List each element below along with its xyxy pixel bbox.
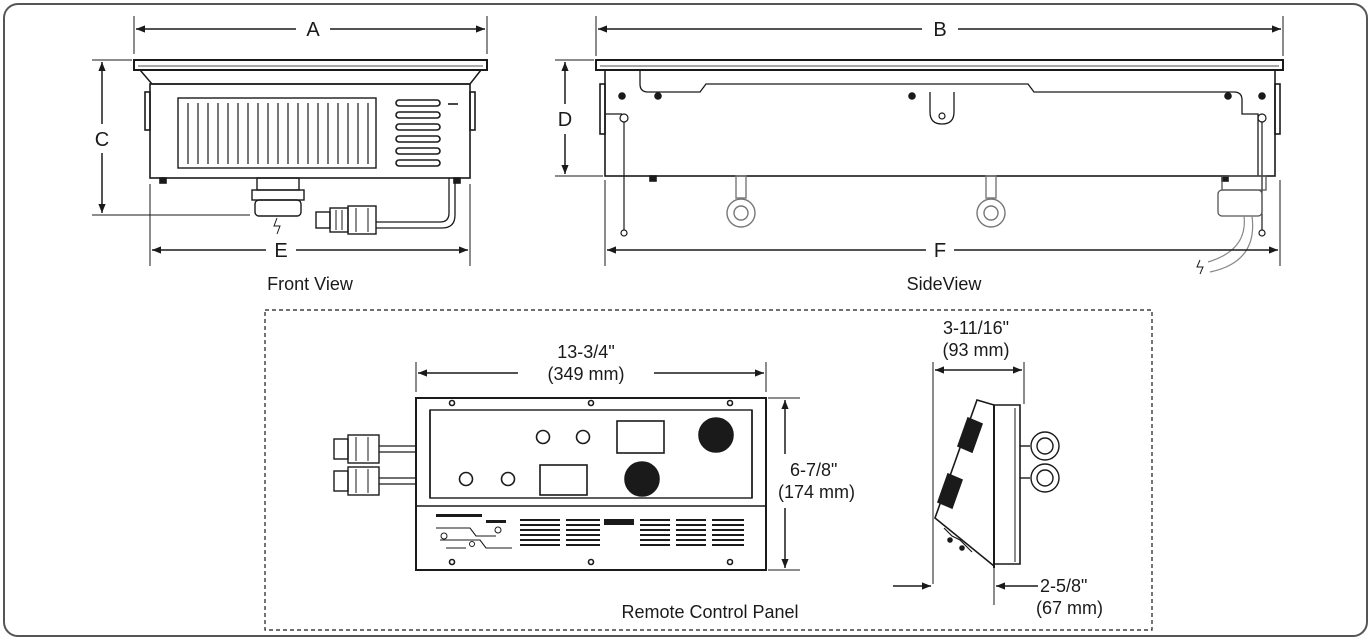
panel-width-mm: (349 mm) — [547, 364, 624, 384]
front-view-caption: Front View — [267, 274, 354, 294]
remote-panel-frame — [264, 309, 1153, 631]
panel-height-inches: 6-7/8" — [790, 460, 837, 480]
dim-label-c: C — [95, 129, 109, 151]
side-view — [555, 16, 1284, 275]
panel-base-mm: (67 mm) — [1036, 598, 1103, 618]
dim-label-e: E — [274, 240, 287, 262]
panel-width-inches: 13-3/4" — [557, 342, 614, 362]
panel-height-mm: (174 mm) — [778, 482, 855, 502]
dim-label-b: B — [933, 19, 946, 41]
side-view-caption: SideView — [907, 274, 983, 294]
remote-panel-front — [333, 362, 800, 571]
front-view — [92, 16, 488, 266]
sheet-frame — [3, 3, 1368, 637]
dim-label-f: F — [934, 240, 946, 262]
panel-depth-mm: (93 mm) — [943, 340, 1010, 360]
remote-panel-caption: Remote Control Panel — [621, 602, 798, 622]
dim-label-a: A — [306, 19, 320, 41]
dim-label-d: D — [558, 109, 572, 131]
panel-base-inches: 2-5/8" — [1040, 576, 1087, 596]
panel-depth-inches: 3-11/16" — [943, 318, 1009, 338]
remote-panel-side — [893, 362, 1060, 605]
